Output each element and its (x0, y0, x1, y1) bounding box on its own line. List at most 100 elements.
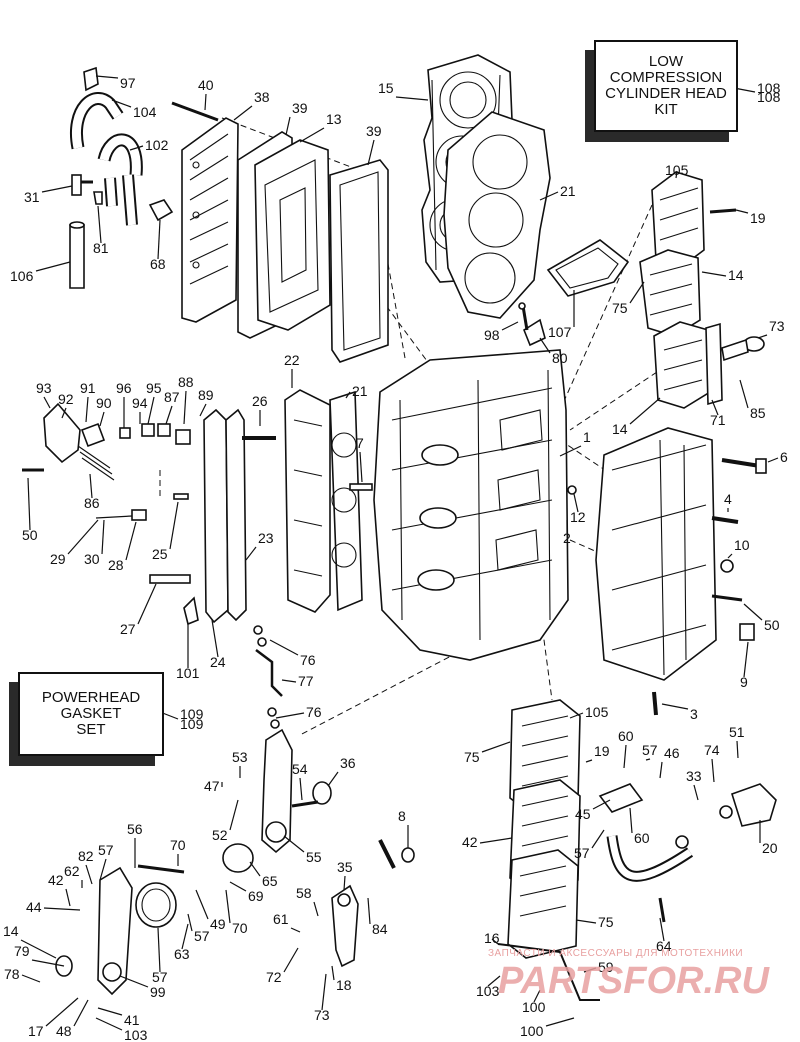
leader-line (97, 1007, 123, 1016)
part-number-label: 94 (132, 395, 148, 411)
part-number-label: 52 (212, 827, 228, 843)
part-number-label: 9 (740, 674, 748, 690)
leader-line (41, 185, 73, 193)
washer-36 (312, 781, 332, 805)
leader-line (283, 835, 305, 853)
leader-line (757, 334, 768, 339)
bolt-6 (721, 458, 767, 474)
kit-number-108: 108 (757, 80, 781, 96)
leader-line (345, 391, 351, 399)
bolt-54 (291, 800, 319, 808)
head-gasket-21 (443, 111, 551, 319)
clip-101 (183, 596, 199, 626)
part-number-label: 22 (284, 352, 300, 368)
part-number-label: 79 (14, 943, 30, 959)
leader-line (343, 875, 346, 891)
leader-line (629, 397, 661, 425)
kit-line: KIT (654, 101, 678, 118)
throttle-lever-55 (261, 728, 293, 854)
leader-line (559, 445, 582, 457)
leader-line (545, 1017, 575, 1027)
part-number-label: 21 (560, 183, 576, 199)
part-number-label: 87 (164, 389, 180, 405)
part-number-label: 6 (780, 449, 788, 465)
link-rod-77 (253, 625, 283, 729)
part-number-label: 86 (84, 495, 100, 511)
bolt-98 (518, 302, 529, 331)
part-number-label: 57 (574, 845, 590, 861)
leader-line (283, 947, 299, 973)
spring-64 (135, 882, 177, 928)
leader-line (111, 99, 132, 108)
leader-line (629, 281, 645, 304)
part-number-label: 71 (710, 412, 726, 428)
part-number-label: 82 (78, 848, 94, 864)
leader-line (65, 888, 71, 907)
part-number-label: 2 (563, 530, 571, 546)
leader-line (204, 93, 207, 111)
part-number-label: 109 (180, 716, 204, 732)
part-number-label: 53 (232, 749, 248, 765)
cylinder-head-kit-box: LOW COMPRESSION CYLINDER HEAD KIT (594, 40, 738, 132)
part-number-label: 100 (520, 1023, 544, 1039)
part-number-label: 93 (36, 380, 52, 396)
hose-82 (606, 835, 694, 882)
leader-line (233, 105, 253, 121)
leader-line (95, 75, 119, 79)
kit-line: LOW (648, 53, 684, 70)
watermark-logo: PARTSFOR.RU (498, 960, 769, 1002)
leader-line (479, 837, 513, 844)
part-number-label: 101 (176, 665, 200, 681)
part-number-label: 21 (352, 383, 368, 399)
thermostat-cover-93 (43, 402, 81, 464)
part-number-label: 102 (145, 137, 169, 153)
leader-line (157, 927, 161, 973)
part-number-label: 25 (152, 546, 168, 562)
part-number-label: 10 (734, 537, 750, 553)
part-number-label: 78 (4, 966, 20, 982)
leader-line (165, 405, 173, 425)
leader-line (736, 740, 739, 759)
part-number-label: 98 (484, 327, 500, 343)
part-number-label: 4 (724, 491, 732, 507)
leader-line (169, 501, 179, 550)
part-number-label: 55 (306, 849, 322, 865)
part-number-label: 65 (262, 873, 278, 889)
part-number-label: 20 (762, 840, 778, 856)
part-number-label: 14 (612, 421, 628, 437)
part-number-label: 106 (10, 268, 34, 284)
part-number-label: 70 (232, 920, 248, 936)
leader-line (367, 897, 371, 925)
part-number-label: 42 (462, 834, 478, 850)
spark-plug-27 (149, 574, 191, 584)
part-number-label: 26 (252, 393, 268, 409)
part-number-label: 64 (656, 938, 672, 954)
part-number-label: 97 (120, 75, 136, 91)
leader-line (711, 399, 719, 416)
leader-line (290, 927, 301, 933)
kit-line: SET (76, 721, 106, 738)
leader-line (249, 861, 261, 877)
part-number-label: 14 (3, 923, 19, 939)
leader-line (573, 493, 579, 513)
sensor-28 (95, 509, 147, 521)
gasket-21-left (329, 390, 363, 612)
leader-line (85, 864, 93, 885)
part-number-label: 45 (575, 806, 591, 822)
leader-line (487, 975, 501, 987)
part-number-label: 27 (120, 621, 136, 637)
leader-line (675, 170, 678, 179)
reed-blocks-lower (507, 699, 581, 959)
watermark-subtitle: ЗАПЧАСТИ И АКСЕССУАРЫ ДЛЯ МОТОТЕХНИКИ (488, 948, 744, 959)
leader-line (119, 975, 149, 988)
thermostat-parts (22, 422, 191, 481)
leader-line (592, 799, 611, 810)
leader-line (367, 139, 375, 166)
part-number-label: 63 (174, 946, 190, 962)
part-number-label: 1 (583, 429, 591, 445)
bolt-40 (171, 101, 219, 122)
part-number-label: 44 (26, 899, 42, 915)
fitting-31 (71, 174, 93, 196)
switch-20 (731, 783, 777, 827)
part-number-label: 7 (356, 435, 364, 451)
